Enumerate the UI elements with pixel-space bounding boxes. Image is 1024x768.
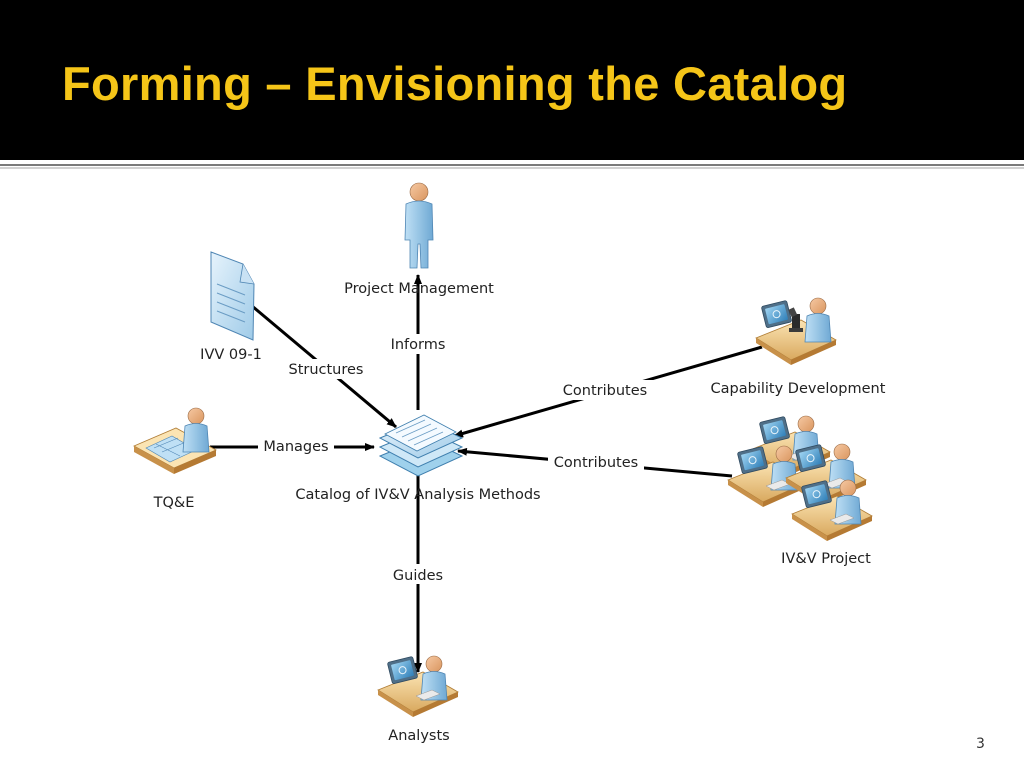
title-bar: Forming – Envisioning the Catalog	[0, 0, 1024, 160]
slide-title: Forming – Envisioning the Catalog	[62, 57, 848, 110]
title-divider	[0, 164, 1024, 166]
person-icon	[404, 182, 434, 269]
node-label-analysts: Analysts	[388, 728, 449, 744]
node-label-ivv-project: IV&V Project	[781, 551, 871, 567]
edge-label-manages: Manages	[263, 439, 328, 455]
node-label-project-management: Project Management	[344, 281, 494, 297]
edge-label-contributes-project: Contributes	[554, 455, 638, 471]
document-icon	[210, 251, 255, 341]
page-number: 3	[976, 736, 985, 752]
node-label-ivv-09-1: IVV 09-1	[200, 347, 262, 363]
edge-label-structures: Structures	[288, 362, 363, 378]
center-label-catalog: Catalog of IV&V Analysis Methods	[295, 487, 540, 503]
scientist-microscope-icon	[755, 297, 837, 366]
edge-label-contributes-capability: Contributes	[563, 383, 647, 399]
engineer-workstation-icon	[133, 407, 217, 474]
edge-label-guides: Guides	[393, 568, 443, 584]
title-divider-shadow	[0, 167, 1024, 169]
node-label-capability-development: Capability Development	[711, 381, 886, 397]
edge-label-informs: Informs	[391, 337, 446, 353]
node-label-tqe: TQ&E	[153, 495, 195, 511]
document-stack-icon	[378, 414, 464, 477]
team-workstations-icon	[728, 416, 872, 541]
